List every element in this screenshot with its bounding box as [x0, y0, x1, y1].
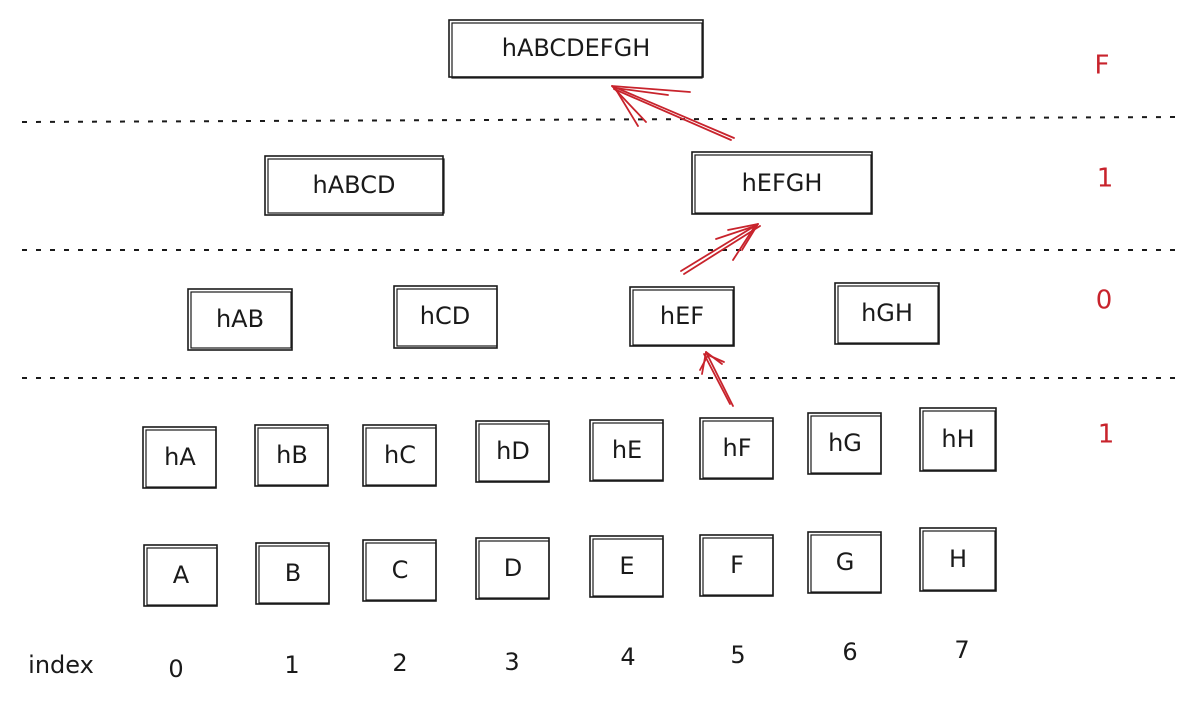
index-row-label: index [28, 651, 94, 679]
side-label: 0 [1096, 286, 1113, 316]
path-arrow [699, 351, 734, 407]
path-arrow [611, 85, 735, 141]
hash-node: hB [254, 424, 329, 487]
index-number: 3 [504, 648, 519, 676]
hash-node: hA [142, 426, 217, 489]
data-node: H [919, 527, 997, 592]
separator-line [21, 116, 1181, 123]
hash-label: hE [612, 436, 642, 464]
data-label: G [836, 548, 855, 576]
index-number: 5 [730, 641, 745, 669]
side-label: 1 [1097, 164, 1114, 194]
hash-label: hG [828, 429, 862, 457]
data-label: H [949, 545, 967, 573]
path-arrow [680, 223, 761, 275]
data-node: E [589, 535, 664, 598]
level1-label: hGH [861, 299, 913, 327]
hash-label: hD [496, 437, 530, 465]
data-label: E [619, 552, 634, 580]
index-number: 1 [284, 651, 299, 679]
level2-node: hABCD [264, 155, 445, 216]
hash-label: hB [276, 441, 308, 469]
data-label: C [392, 556, 409, 584]
hash-node: hC [362, 424, 437, 487]
side-label: F [1095, 51, 1110, 81]
hash-node: hG [807, 412, 882, 475]
hash-node: hH [919, 407, 997, 472]
level1-label: hCD [420, 302, 470, 330]
data-node: F [699, 534, 774, 597]
index-number: 0 [168, 655, 183, 683]
index-number: 2 [392, 649, 407, 677]
hash-node: hD [475, 420, 550, 483]
index-number: 6 [842, 638, 857, 666]
data-node: B [255, 542, 330, 605]
hash-label: hF [722, 434, 751, 462]
level1-node: hCD [393, 285, 498, 349]
level1-label: hEF [660, 302, 704, 330]
index-number: 7 [954, 636, 969, 664]
level2-label: hABCD [313, 171, 396, 199]
data-node: D [475, 537, 550, 600]
hash-node: hE [589, 419, 664, 482]
data-label: D [504, 554, 522, 582]
data-node: A [143, 544, 218, 607]
hash-label: hH [941, 425, 974, 453]
level2-node: hEFGH [691, 151, 873, 215]
data-label: B [285, 559, 301, 587]
index-number: 4 [620, 643, 635, 671]
root-node: hABCDEFGH [448, 19, 704, 79]
data-label: A [173, 561, 190, 589]
hash-label: hA [164, 443, 196, 471]
data-label: F [730, 551, 744, 579]
level1-node: hEF [629, 286, 735, 347]
data-node: C [362, 539, 437, 602]
hash-label: hC [384, 441, 416, 469]
level2-label: hEFGH [742, 169, 823, 197]
hash-node: hF [699, 417, 774, 480]
level1-node: hGH [834, 282, 940, 345]
data-node: G [807, 531, 882, 594]
level1-node: hAB [187, 288, 293, 351]
level1-label: hAB [216, 305, 264, 333]
root-label: hABCDEFGH [502, 34, 651, 62]
side-label: 1 [1098, 420, 1115, 450]
